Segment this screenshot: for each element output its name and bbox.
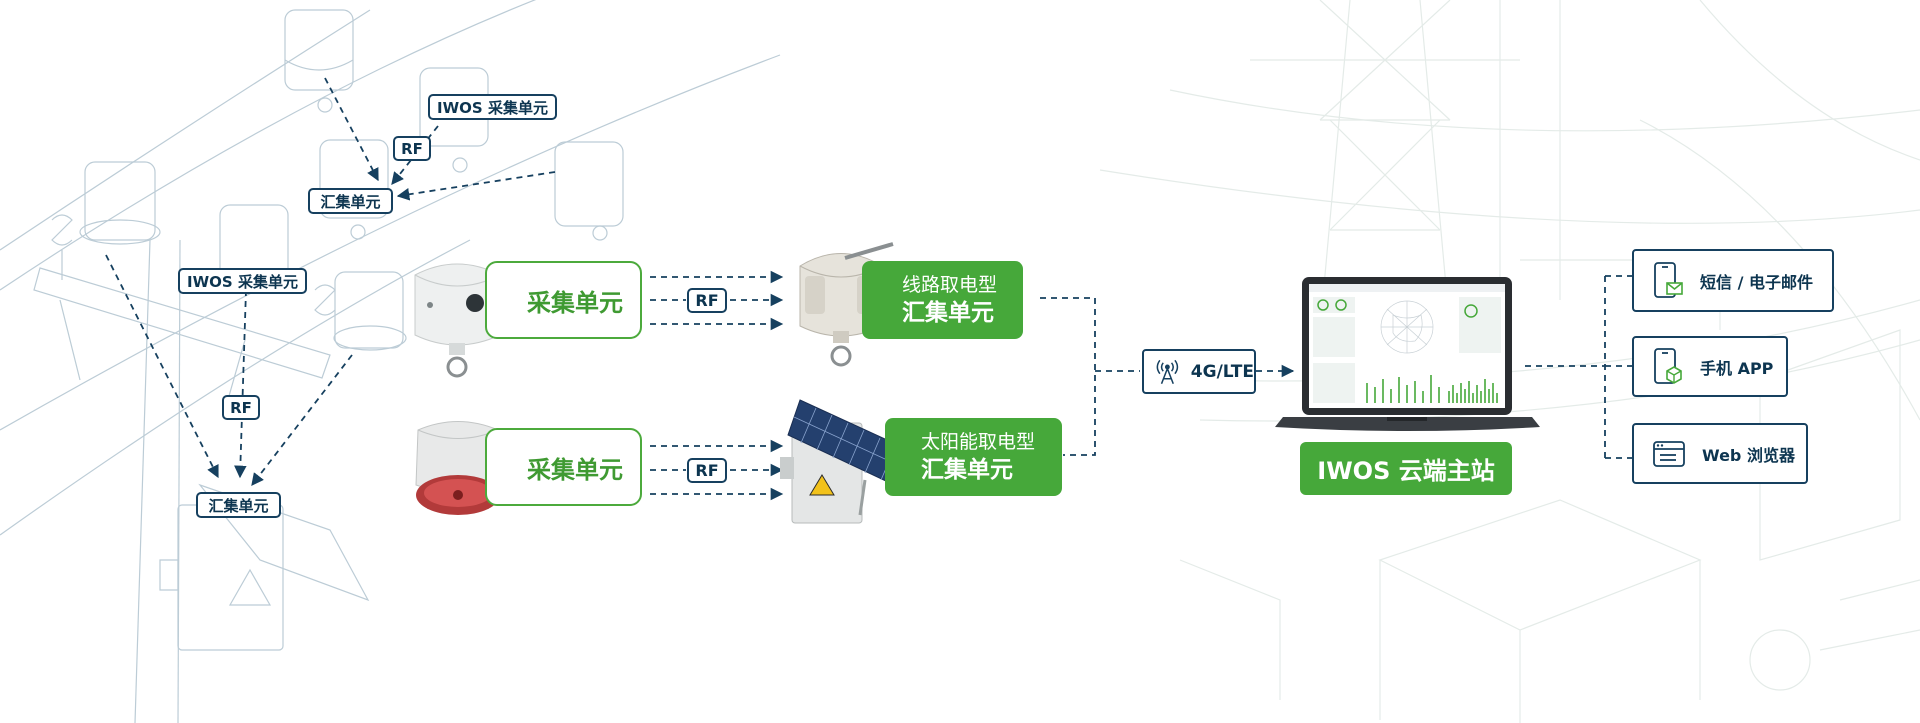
output-mobile-app-label: 手机 APP (1700, 358, 1774, 378)
cell-tower-icon (1156, 359, 1179, 384)
left-iwos-collect-label-left: IWOS 采集单元 (178, 268, 307, 294)
output-web-browser-label: Web 浏览器 (1702, 445, 1795, 465)
left-hub-label-bottom: 汇集单元 (196, 492, 281, 518)
left-rf-label-top: RF (393, 136, 431, 161)
cloud-station-label: IWOS 云端主站 (1317, 457, 1495, 485)
collect-unit-white-device (414, 263, 501, 378)
output-sms-email-label: 短信 / 电子邮件 (1700, 272, 1813, 292)
phone-mail-icon (1654, 261, 1683, 298)
row1-hub-name-label: 汇集单元 (902, 300, 994, 326)
row1-collect-unit-box: 采集单元 (485, 261, 642, 339)
output-sms-email-box: 短信 / 电子邮件 (1632, 249, 1834, 312)
network-4g-lte-box: 4G/LTE (1142, 349, 1256, 394)
browser-icon (1653, 440, 1685, 467)
row1-rf-label: RF (687, 288, 727, 313)
left-iwos-collect-label-top: IWOS 采集单元 (428, 94, 557, 120)
row2-rf-label: RF (687, 458, 727, 483)
network-label: 4G/LTE (1190, 361, 1254, 382)
row1-collect-unit-label: 采集单元 (527, 288, 623, 317)
row2-collect-unit-box: 采集单元 (485, 428, 642, 506)
cloud-dashboard-laptop (1275, 277, 1540, 431)
left-hub-label-top: 汇集单元 (308, 188, 393, 214)
row1-hub-type-label: 线路取电型 (902, 274, 998, 296)
row2-hub-name-label: 汇集单元 (921, 457, 1013, 483)
iwos-cloud-station-box: IWOS 云端主站 (1300, 442, 1512, 495)
phone-app-icon (1654, 347, 1682, 384)
left-rf-label-left: RF (222, 395, 260, 420)
row2-solar-hub-box: 太阳能取电型 汇集单元 (885, 418, 1062, 496)
row2-collect-unit-label: 采集单元 (527, 455, 623, 484)
output-mobile-app-box: 手机 APP (1632, 336, 1788, 397)
output-web-browser-box: Web 浏览器 (1632, 423, 1808, 484)
collect-unit-red-device (415, 421, 501, 515)
row1-line-powered-hub-box: 线路取电型 汇集单元 (862, 261, 1023, 339)
row2-hub-type-label: 太阳能取电型 (921, 431, 1036, 453)
